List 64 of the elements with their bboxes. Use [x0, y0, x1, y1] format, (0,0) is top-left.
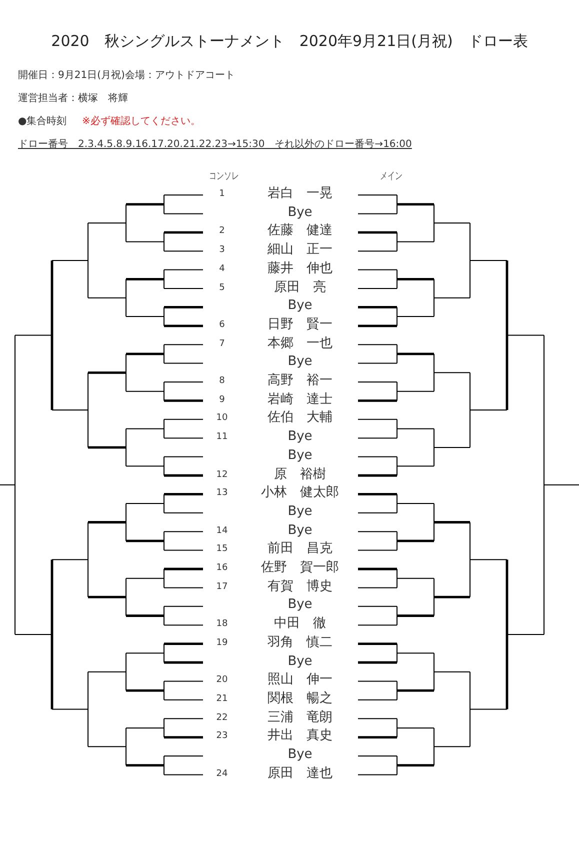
draw-number: 16 [215, 564, 229, 573]
draw-number: 10 [215, 414, 229, 424]
player-name: 岩白 一晃 [266, 187, 334, 200]
title: 2020 秋シングルストーナメント 2020年9月21日(月祝) ドロー表 [50, 31, 529, 52]
column-header: メイン [380, 170, 402, 184]
draw-number: 20 [215, 676, 229, 686]
draw-number: 15 [215, 545, 229, 554]
player-name: 三浦 竜朗 [266, 710, 334, 724]
draw-number: 13 [215, 489, 229, 498]
draw-number: 5 [218, 284, 226, 292]
player-name: 原田 達也 [266, 766, 334, 780]
player-name: Bye [286, 206, 314, 219]
player-name: 佐野 賀一郎 [260, 561, 340, 574]
draw-number: 7 [218, 340, 226, 349]
player-name: Bye [286, 430, 314, 444]
warning-note: ※必ず確認してください。 [82, 114, 200, 129]
draw-number: 3 [218, 246, 226, 256]
info-text: ●集合時刻 [18, 114, 67, 129]
player-name: 小林 健太郎 [260, 486, 340, 500]
player-name: Bye [286, 654, 314, 668]
player-name: 高野 裕一 [266, 374, 334, 387]
draw-number: 2 [218, 227, 226, 236]
draw-number: 8 [218, 377, 226, 386]
draw-number: 24 [215, 770, 229, 779]
player-name: 有賀 博史 [266, 580, 334, 593]
player-name: 日野 賢一 [266, 318, 334, 331]
draw-number: 21 [215, 694, 229, 704]
player-name: Bye [286, 524, 314, 537]
player-name: 岩崎 達士 [266, 392, 334, 406]
draw-number: 1 [218, 190, 226, 199]
player-name: Bye [286, 504, 314, 518]
player-name: 藤井 伸也 [266, 262, 334, 275]
column-header: コンソレ [209, 170, 239, 184]
info-text: ドロー番号 2.3.4.5.8.9.16.17.20.21.22.23→15:30 それ以外のドロー番号→16:00 [18, 138, 412, 152]
draw-number: 19 [215, 638, 229, 648]
player-name: Bye [286, 299, 314, 312]
player-name: Bye [286, 448, 314, 462]
info-text: 運営担当者：横塚 将輝 [18, 92, 128, 106]
player-name: 前田 昌克 [266, 542, 334, 556]
draw-number: 18 [215, 620, 229, 630]
player-name: Bye [286, 355, 314, 368]
player-name: Bye [286, 598, 314, 612]
player-name: 照山 伸一 [266, 673, 334, 686]
player-name: 佐伯 大輔 [266, 411, 334, 424]
draw-number: 22 [215, 714, 229, 723]
draw-number: 11 [215, 433, 229, 442]
draw-number: 9 [218, 396, 226, 405]
player-name: 佐藤 健達 [266, 224, 334, 238]
player-name: Bye [286, 748, 314, 761]
draw-number: 17 [215, 582, 229, 592]
draw-number: 23 [215, 732, 229, 742]
draw-number: 12 [215, 470, 229, 480]
player-name: 原 裕樹 [273, 468, 327, 480]
player-name: 井出 真史 [266, 729, 334, 742]
player-name: 本郷 一也 [266, 336, 334, 350]
player-name: 原田 亮 [273, 280, 327, 294]
draw-number: 6 [218, 320, 226, 330]
player-name: 中田 徹 [273, 617, 327, 630]
info-text: 開催日：9月21日(月祝)会場：アウトドアコート [18, 68, 235, 83]
draw-number: 4 [218, 264, 226, 274]
player-name: 羽角 慎二 [266, 636, 334, 649]
player-name: 関根 暢之 [266, 692, 334, 705]
player-name: 細山 正一 [266, 243, 334, 256]
draw-number: 14 [215, 526, 229, 536]
